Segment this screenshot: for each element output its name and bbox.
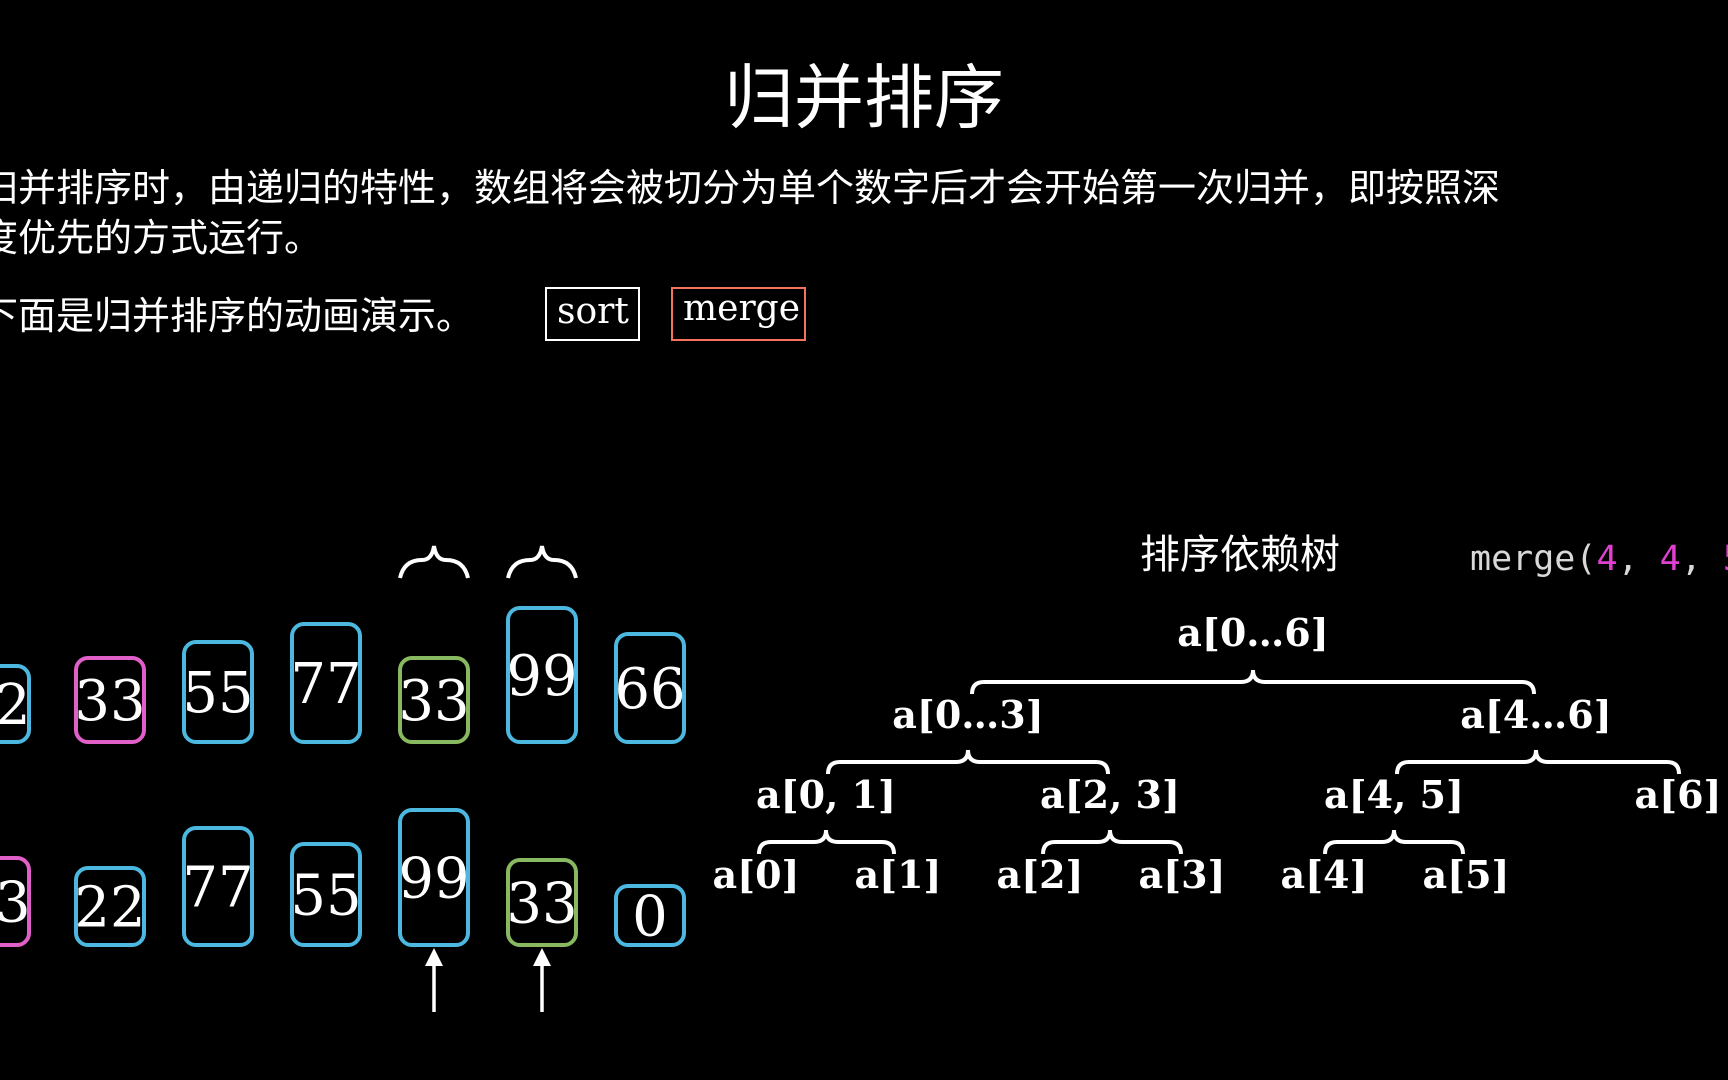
tree-node-n46: a[4…6] xyxy=(1460,692,1611,737)
tree-node-n1: a[1] xyxy=(854,852,941,897)
top-row-cell: 33 xyxy=(398,656,470,744)
tree-node-n06: a[0…6] xyxy=(1177,610,1328,655)
tree-brace-right xyxy=(1395,749,1681,775)
bottom-row-cell-box xyxy=(182,826,254,947)
top-row-cell: 33 xyxy=(74,656,146,744)
tree-node-n01: a[0, 1] xyxy=(756,772,896,817)
tree-node-n4: a[4] xyxy=(1280,852,1367,897)
legend-merge: merge xyxy=(671,287,806,341)
bottom-row-cell: 33 xyxy=(0,856,31,947)
bottom-row-cell: 77 xyxy=(182,826,254,947)
animation-intro-text: 下面是归并排序的动画演示。 xyxy=(0,294,475,338)
tree-node-n2: a[2] xyxy=(996,852,1083,897)
merge-call-prefix: merge( xyxy=(1470,539,1597,579)
top-row-cell-box xyxy=(182,640,254,744)
tree-node-n0: a[0] xyxy=(712,852,799,897)
bottom-row-cell-box xyxy=(614,884,686,947)
bottom-row-cell: 55 xyxy=(290,842,362,947)
bottom-row-cell-box xyxy=(290,842,362,947)
merge-call-separator-1: , xyxy=(1617,539,1660,579)
merge-range-brace xyxy=(506,545,578,579)
pointer-arrow xyxy=(533,948,551,1012)
legend-sort: sort xyxy=(545,287,640,341)
top-row-cell-value: 77 xyxy=(290,652,361,717)
merge-range-brace xyxy=(398,545,470,579)
dependency-tree-title: 排序依赖树 xyxy=(1140,532,1340,578)
bottom-row-cell-value: 33 xyxy=(506,872,577,937)
bottom-row-cell-value: 22 xyxy=(74,876,145,941)
top-row-cell-box xyxy=(290,622,362,744)
bottom-row-cell-box xyxy=(506,858,578,947)
bottom-row-cell-value: 0 xyxy=(632,885,668,950)
top-row-cell-value: 22 xyxy=(0,673,31,738)
tree-brace-root xyxy=(970,669,1536,695)
bottom-row-cell-box xyxy=(0,856,31,947)
top-row-cell-value: 33 xyxy=(74,669,145,734)
top-row-cell-value: 99 xyxy=(506,644,577,709)
top-row-cell-value: 55 xyxy=(182,661,253,726)
top-row-cell-box xyxy=(398,656,470,744)
bottom-row-cell: 22 xyxy=(74,866,146,947)
tree-node-n6: a[6] xyxy=(1634,772,1721,817)
top-row-cell-box xyxy=(614,632,686,744)
tree-node-n45: a[4, 5] xyxy=(1324,772,1464,817)
top-row-cell-box xyxy=(74,656,146,744)
top-row-cell-value: 66 xyxy=(614,657,685,722)
top-row-cell: 66 xyxy=(614,632,686,744)
tree-brace-23 xyxy=(1041,829,1183,855)
top-row-cell-box xyxy=(506,606,578,744)
merge-call-readout: merge(4, 4, 5 xyxy=(1470,537,1728,581)
bottom-row-cell-value: 33 xyxy=(0,871,31,936)
top-row-cell: 22 xyxy=(0,664,31,744)
merge-arg-3: 5 xyxy=(1723,539,1728,579)
bottom-row-cell-value: 99 xyxy=(398,847,469,912)
tree-brace-45 xyxy=(1323,829,1465,855)
bottom-row-cell-box xyxy=(74,866,146,947)
merge-arg-1: 4 xyxy=(1596,539,1618,579)
top-row-cell: 99 xyxy=(506,606,578,744)
array-visualization: 22 33 55 77 33 99 66 33 22 77 55 99 33 0 xyxy=(0,545,686,1012)
merge-call-separator-2: , xyxy=(1680,539,1723,579)
bottom-row-cell-box xyxy=(398,808,470,947)
merge-arg-2: 4 xyxy=(1659,539,1681,579)
bottom-row-cell: 0 xyxy=(614,884,686,950)
bottom-row-cell: 99 xyxy=(398,808,470,947)
top-row-cell-value: 33 xyxy=(398,669,469,734)
bottom-row-cell: 33 xyxy=(506,858,578,947)
tree-node-n03: a[0…3] xyxy=(892,692,1043,737)
bottom-row-cell-value: 55 xyxy=(290,864,361,929)
page-title: 归并排序 xyxy=(724,57,1004,139)
bottom-row-cell-value: 77 xyxy=(182,856,253,921)
description-line-1: 归并排序时，由递归的特性，数组将会被切分为单个数字后才会开始第一次归并，即按照深 xyxy=(0,166,1501,210)
tree-node-n3: a[3] xyxy=(1138,852,1225,897)
tree-node-n23: a[2, 3] xyxy=(1040,772,1180,817)
pointer-arrow xyxy=(425,948,443,1012)
description-line-2: 度优先的方式运行。 xyxy=(0,216,323,260)
top-row-cell-box xyxy=(0,664,31,744)
top-row-cell: 77 xyxy=(290,622,362,744)
tree-brace-01 xyxy=(757,829,896,855)
tree-brace-left xyxy=(826,749,1110,775)
top-row-cell: 55 xyxy=(182,640,254,744)
tree-node-n5: a[5] xyxy=(1422,852,1509,897)
